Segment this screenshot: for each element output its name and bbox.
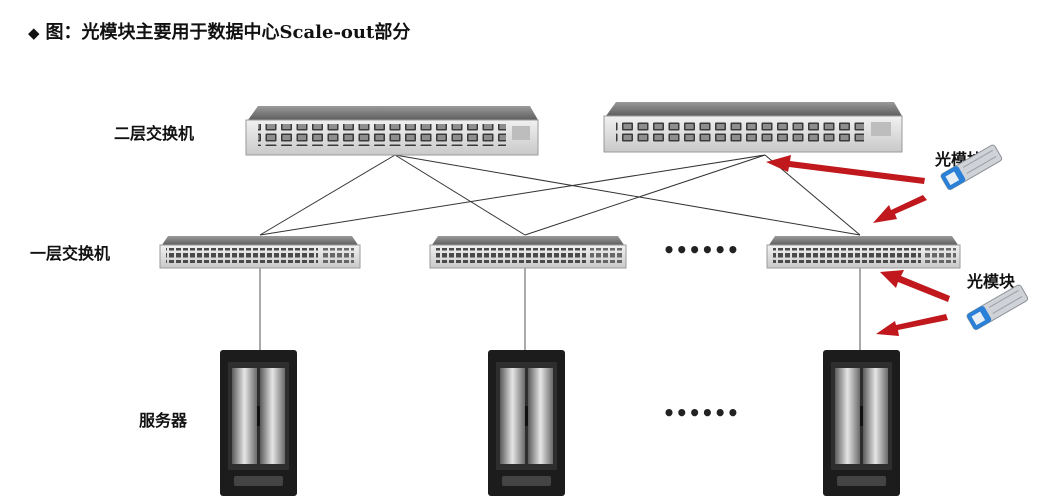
caption-bullet: ◆: [28, 24, 40, 42]
server-ellipsis: ••••••: [663, 401, 740, 425]
leaf-switch-icon: [159, 236, 361, 269]
optical-module-label-bottom: 光模块: [967, 272, 1016, 291]
arrow-icon: [766, 155, 950, 336]
link-line: [259, 154, 396, 236]
link-line: [524, 154, 766, 236]
leaf-server-links: [259, 268, 861, 352]
caption-prefix: 图：光模块主要用于数据中心: [45, 22, 280, 43]
spine-layer-label: 二层交换机: [114, 124, 195, 143]
link-line: [394, 154, 861, 236]
leaf-switch-icon: [766, 236, 961, 269]
link-line: [394, 154, 526, 236]
server-layer-label: 服务器: [139, 411, 188, 430]
server-rack-icon: [488, 350, 565, 496]
spine-switch-icon: [245, 106, 539, 156]
link-line: [259, 154, 766, 236]
caption-suffix: 部分: [374, 22, 411, 43]
server-rack-icon: [220, 350, 297, 496]
caption-latin: Scale-out: [279, 22, 375, 43]
leaf-ellipsis: ••••••: [663, 238, 740, 262]
spine-switch-icon: [603, 102, 903, 153]
server-rack-icon: [823, 350, 900, 496]
leaf-switch-icon: [429, 236, 627, 269]
figure-caption: ◆ 图：光模块主要用于数据中心Scale-out部分: [28, 18, 410, 44]
leaf-layer-label: 一层交换机: [30, 244, 111, 263]
optical-transceiver-icon: [940, 144, 1003, 190]
spine-leaf-links: [259, 154, 861, 236]
optical-transceiver-icon: [966, 284, 1029, 330]
